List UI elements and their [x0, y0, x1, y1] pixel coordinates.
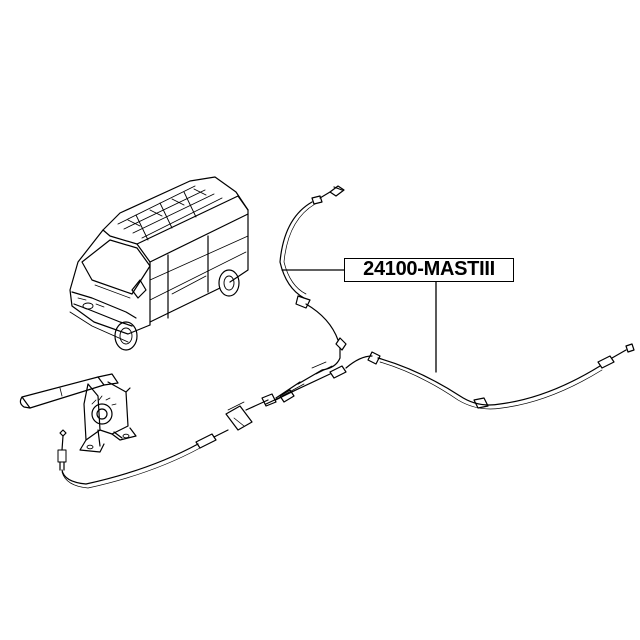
left-rear-cable	[276, 186, 346, 402]
front-cable	[58, 430, 228, 488]
leader-lines	[282, 270, 436, 372]
part-number-label: 24100-MASTIII	[344, 258, 514, 282]
handbrake-lever-illustration	[20, 374, 136, 452]
van-illustration	[70, 177, 248, 350]
equalizer-bracket	[226, 384, 304, 430]
right-rear-cable	[266, 344, 634, 409]
